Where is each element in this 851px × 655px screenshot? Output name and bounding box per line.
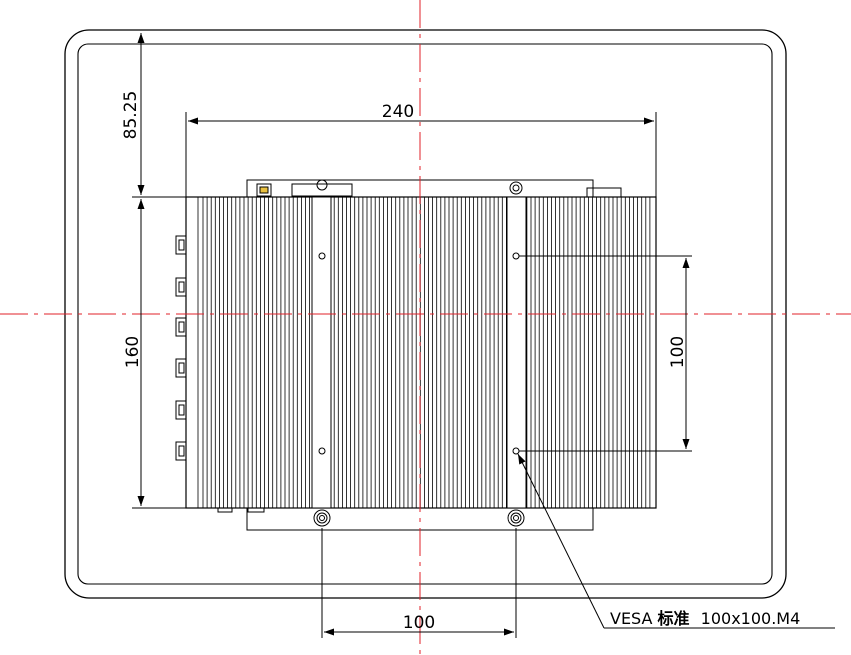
- dim-top-offset-label: 85.25: [121, 91, 141, 140]
- bottom-standoffs: [217, 508, 525, 527]
- right-rail: [506, 196, 527, 509]
- left-rail: [311, 196, 332, 509]
- dim-vesa-vertical: [519, 255, 692, 452]
- dim-vesa-horizontal-label: 100: [403, 613, 435, 633]
- callout-leader: [517, 453, 835, 629]
- vesa-hole-top-left: [318, 252, 326, 260]
- dim-overall-height: [132, 199, 186, 509]
- vesa-hole-bottom-left: [318, 447, 326, 455]
- top-connectors: [256, 179, 622, 198]
- dim-overall-width: [185, 112, 657, 197]
- dim-overall-width-label: 240: [382, 102, 414, 122]
- callout-cjk: 标准: [657, 609, 690, 628]
- dim-top-offset: [132, 33, 186, 198]
- callout-prefix: VESA: [610, 609, 653, 628]
- dim-vesa-horizontal: [321, 528, 517, 638]
- callout-text: VESA 标准 100x100.M4: [610, 609, 800, 628]
- side-ports: [175, 235, 187, 461]
- dim-overall-height-label: 160: [123, 336, 143, 368]
- dim-vesa-vertical-label: 100: [668, 336, 688, 368]
- callout-suffix: 100x100.M4: [701, 609, 801, 628]
